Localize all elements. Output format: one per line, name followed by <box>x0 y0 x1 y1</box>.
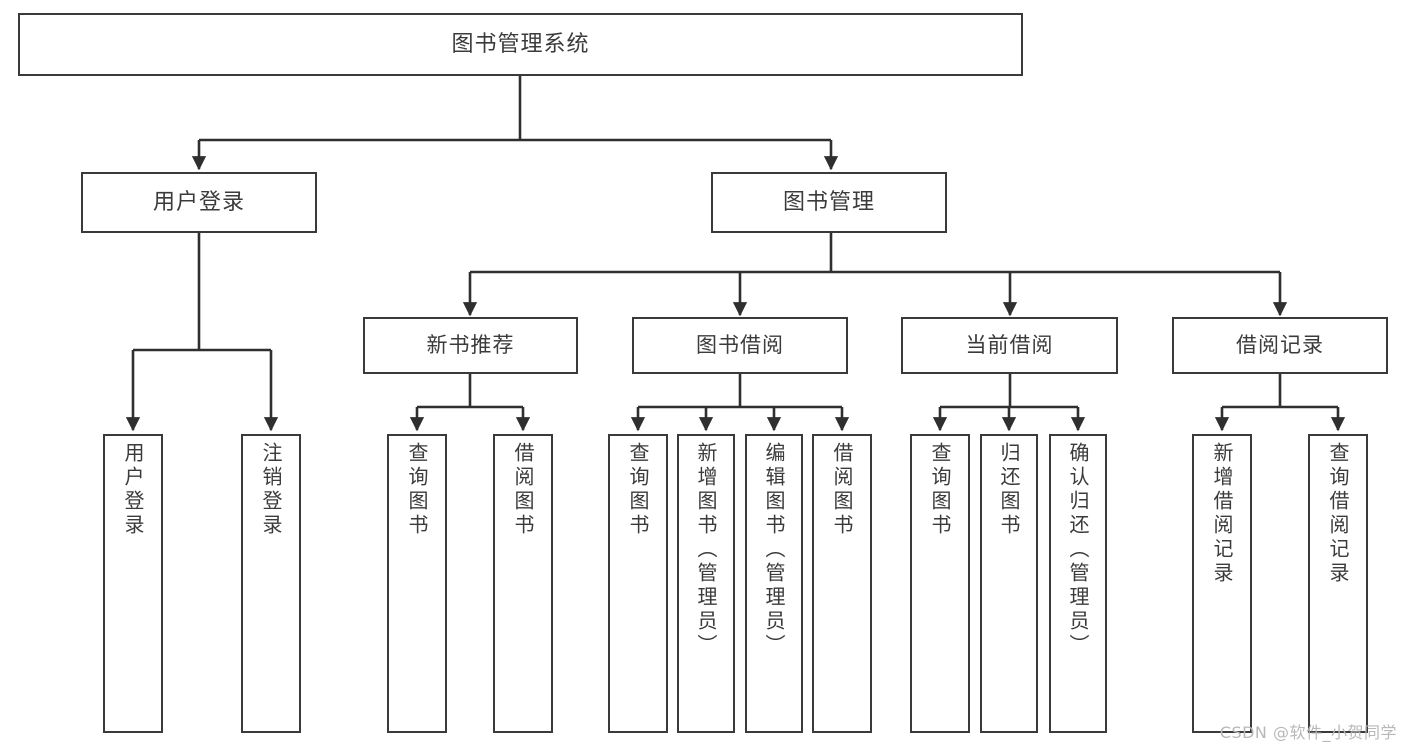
node-leaf-user-login-label: 用户登录 <box>121 442 145 538</box>
node-leaf-query-book-3-label: 查询图书 <box>928 442 952 538</box>
node-leaf-user-login[interactable]: 用户登录 <box>103 434 163 733</box>
node-leaf-return-book-label: 归还图书 <box>997 442 1021 538</box>
node-leaf-logout-login[interactable]: 注销登录 <box>241 434 301 733</box>
node-root-book-management-system[interactable]: 图书管理系统 <box>18 13 1023 76</box>
node-user-login[interactable]: 用户登录 <box>81 172 317 233</box>
node-user-login-label: 用户登录 <box>152 189 245 215</box>
node-new-book-recommend[interactable]: 新书推荐 <box>363 317 578 374</box>
node-leaf-query-record-label: 查询借阅记录 <box>1326 442 1350 586</box>
node-book-management[interactable]: 图书管理 <box>711 172 947 233</box>
node-book-borrow[interactable]: 图书借阅 <box>632 317 848 374</box>
node-leaf-add-book-label: 新增图书（管理员） <box>694 442 718 658</box>
node-leaf-add-record[interactable]: 新增借阅记录 <box>1192 434 1252 733</box>
node-current-borrow-label: 当前借阅 <box>965 333 1054 358</box>
node-leaf-borrow-book-2[interactable]: 借阅图书 <box>812 434 872 733</box>
node-leaf-confirm-return[interactable]: 确认归还（管理员） <box>1049 434 1107 733</box>
node-book-management-label: 图书管理 <box>782 189 875 215</box>
node-leaf-return-book[interactable]: 归还图书 <box>980 434 1038 733</box>
node-leaf-query-book-2[interactable]: 查询图书 <box>608 434 668 733</box>
node-leaf-confirm-return-label: 确认归还（管理员） <box>1066 442 1090 658</box>
node-leaf-borrow-book-1-label: 借阅图书 <box>511 442 535 538</box>
node-borrow-record-label: 借阅记录 <box>1236 333 1324 358</box>
node-current-borrow[interactable]: 当前借阅 <box>901 317 1118 374</box>
node-root-label: 图书管理系统 <box>451 31 590 57</box>
watermark-text: CSDN @软件_小贺同学 <box>1219 723 1397 742</box>
node-leaf-borrow-book-1[interactable]: 借阅图书 <box>493 434 553 733</box>
node-borrow-record[interactable]: 借阅记录 <box>1172 317 1388 374</box>
node-leaf-query-book-1[interactable]: 查询图书 <box>387 434 447 733</box>
node-leaf-edit-book-label: 编辑图书（管理员） <box>762 442 786 658</box>
node-leaf-borrow-book-2-label: 借阅图书 <box>830 442 854 538</box>
node-new-book-recommend-label: 新书推荐 <box>426 333 515 358</box>
node-leaf-logout-login-label: 注销登录 <box>259 442 283 538</box>
node-leaf-query-book-1-label: 查询图书 <box>405 442 429 538</box>
node-leaf-query-book-3[interactable]: 查询图书 <box>910 434 970 733</box>
node-leaf-query-book-2-label: 查询图书 <box>626 442 650 538</box>
node-leaf-query-record[interactable]: 查询借阅记录 <box>1308 434 1368 733</box>
node-leaf-add-record-label: 新增借阅记录 <box>1210 442 1234 586</box>
node-leaf-edit-book[interactable]: 编辑图书（管理员） <box>745 434 803 733</box>
node-book-borrow-label: 图书借阅 <box>696 333 784 358</box>
node-leaf-add-book[interactable]: 新增图书（管理员） <box>677 434 735 733</box>
